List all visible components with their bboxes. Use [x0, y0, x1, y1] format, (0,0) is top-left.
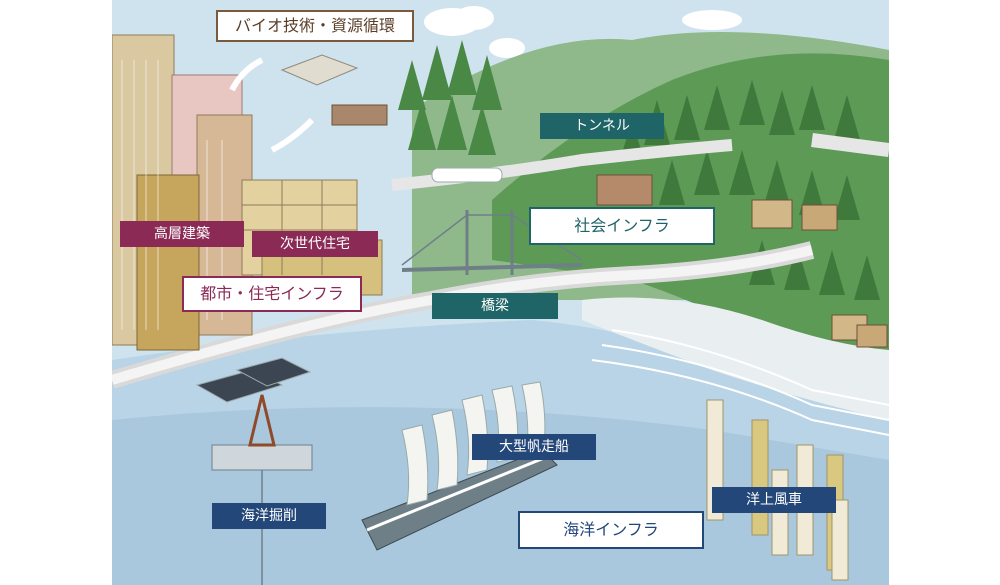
clouds [424, 6, 742, 58]
drilling-rig [211, 394, 313, 585]
label-offshore-wind: 洋上風車 [712, 487, 836, 513]
bio-resources [229, 54, 388, 153]
label-next-gen-housing: 次世代住宅 [252, 231, 378, 257]
village-houses [596, 174, 888, 348]
road-lane [112, 245, 814, 385]
label-ocean-drilling: 海洋掘削 [212, 503, 326, 529]
illustration-scene: バイオ技術・資源循環 トンネル 社会インフラ 高層建築 次世代住宅 都市・住宅イ… [112, 0, 889, 585]
label-high-rise: 高層建築 [120, 221, 244, 247]
shore-ripples [591, 329, 889, 436]
label-urban-housing-infra: 都市・住宅インフラ [182, 276, 362, 312]
label-bridge: 橋梁 [432, 293, 558, 319]
center-trees [398, 40, 502, 155]
solar-array [195, 357, 312, 403]
rail-right [811, 133, 889, 157]
label-social-infra: 社会インフラ [529, 207, 715, 245]
label-sailing-ship: 大型帆走船 [472, 434, 596, 460]
label-tunnel: トンネル [540, 113, 664, 139]
label-ocean-infra: 海洋インフラ [518, 511, 704, 549]
label-bio: バイオ技術・資源循環 [216, 10, 414, 42]
train [431, 167, 503, 183]
sailing-ship [361, 381, 558, 551]
